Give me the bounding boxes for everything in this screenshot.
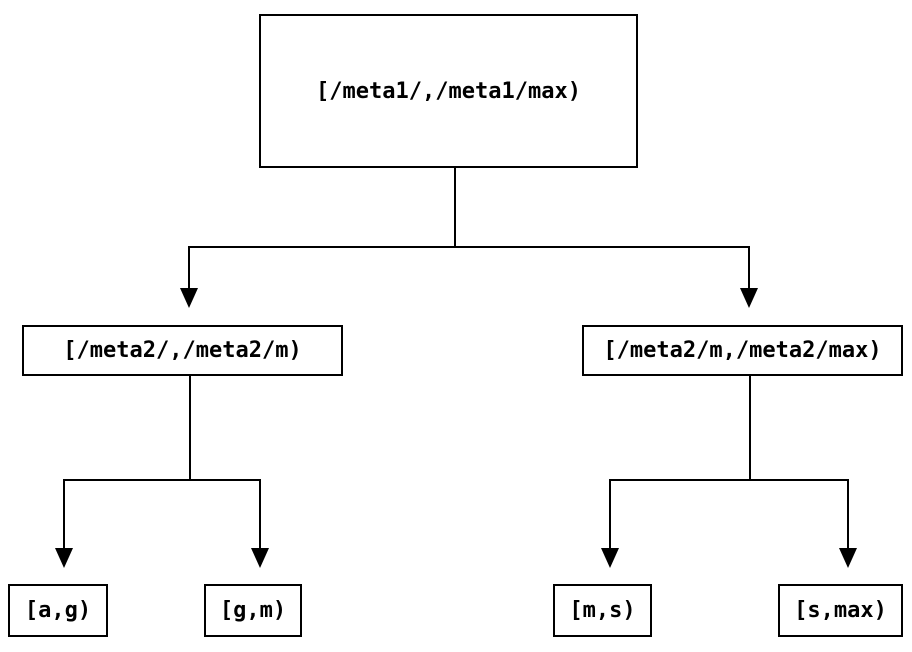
- node-meta2-low-label: [/meta2/,/meta2/m): [63, 338, 302, 363]
- arrowhead-down-icon: [740, 288, 758, 308]
- node-meta2-high: [/meta2/m,/meta2/max): [582, 325, 903, 376]
- node-root: [/meta1/,/meta1/max): [259, 14, 638, 168]
- node-root-label: [/meta1/,/meta1/max): [316, 78, 581, 104]
- node-leaf-gm: [g,m): [204, 584, 302, 637]
- node-leaf-ms: [m,s): [553, 584, 652, 637]
- edge-lines: [63, 168, 849, 550]
- arrowhead-down-icon: [180, 288, 198, 308]
- node-meta2-high-label: [/meta2/m,/meta2/max): [603, 338, 882, 363]
- node-leaf-gm-label: [g,m): [219, 598, 287, 623]
- arrowhead-down-icon: [251, 548, 269, 568]
- arrowhead-down-icon: [601, 548, 619, 568]
- node-leaf-ag-label: [a,g): [24, 598, 92, 623]
- node-leaf-smax: [s,max): [778, 584, 903, 637]
- node-meta2-low: [/meta2/,/meta2/m): [22, 325, 343, 376]
- node-leaf-ag: [a,g): [8, 584, 108, 637]
- arrowhead-down-icon: [839, 548, 857, 568]
- node-leaf-ms-label: [m,s): [569, 598, 636, 623]
- node-leaf-smax-label: [s,max): [794, 598, 887, 623]
- edge-arrowheads: [55, 288, 857, 568]
- arrowhead-down-icon: [55, 548, 73, 568]
